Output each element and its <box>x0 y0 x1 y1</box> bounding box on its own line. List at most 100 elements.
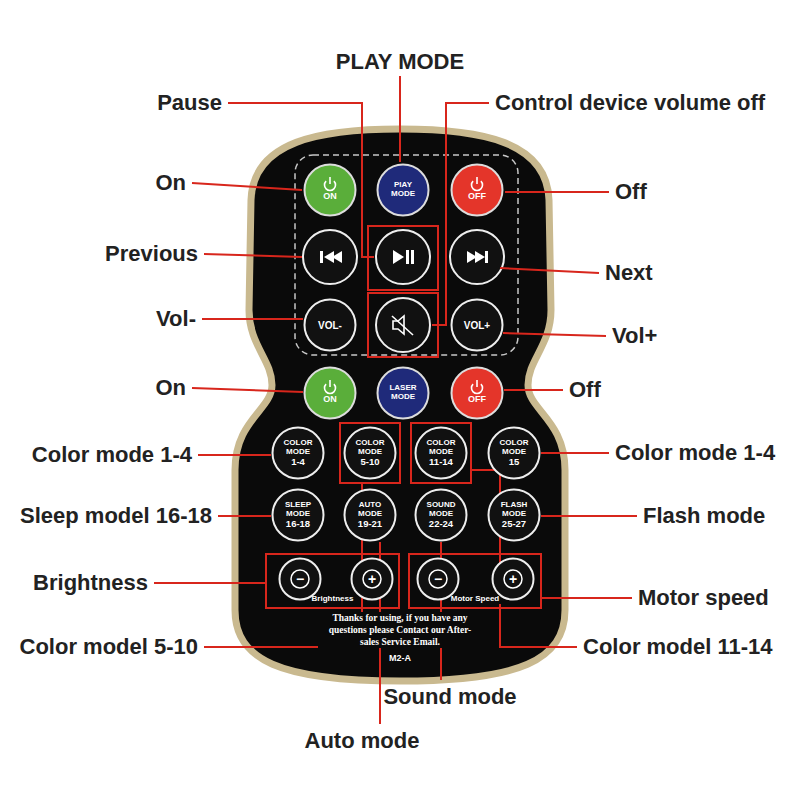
adjust-button: − <box>416 557 460 601</box>
button-face <box>416 490 467 541</box>
button-face <box>489 490 540 541</box>
button-face <box>305 300 356 351</box>
button-face <box>273 428 324 479</box>
button-face <box>305 165 356 216</box>
power-icon <box>476 177 478 184</box>
volume-button: VOL+ <box>450 298 504 352</box>
callout-label: Sleep model 16-18 <box>20 503 212 528</box>
control-group-box: Brightness− + <box>265 553 400 609</box>
remote-body: Thanks for using, if you have any questi… <box>232 125 568 685</box>
callout-label: Flash mode <box>643 503 765 528</box>
button-label: COLOR MODE <box>278 439 319 457</box>
mode-range: 5-10 <box>360 457 379 467</box>
mode-button: COLOR MODE5-10 <box>343 426 397 480</box>
button-label: + <box>509 572 517 586</box>
power-icon <box>476 380 478 387</box>
button-label: COLOR MODE <box>350 439 391 457</box>
button-face <box>378 368 429 419</box>
mode-range: 25-27 <box>502 519 526 529</box>
mode-button: LASER MODE <box>376 366 430 420</box>
callout-label: Color model 11-14 <box>583 634 773 659</box>
mode-button: COLOR MODE1-4 <box>271 426 325 480</box>
mode-range: 11-14 <box>429 457 453 467</box>
button-face <box>418 559 459 600</box>
button-face <box>345 428 396 479</box>
button-face <box>452 165 503 216</box>
button-ring <box>363 570 381 588</box>
callout-label: Vol- <box>156 306 196 331</box>
adjust-button: − <box>278 557 322 601</box>
mode-button: SLEEP MODE16-18 <box>271 488 325 542</box>
callout-label: On <box>155 170 186 195</box>
mode-range: 16-18 <box>286 519 310 529</box>
control-group-box: Motor Speed− + <box>408 553 542 609</box>
button-label: FLASH MODE <box>494 501 535 519</box>
button-label: + <box>368 572 376 586</box>
callout-label: Pause <box>157 90 222 115</box>
callout-label: Sound mode <box>383 684 516 709</box>
button-label: LASER MODE <box>383 384 424 402</box>
button-face <box>450 366 504 420</box>
mode-button: AUTO MODE19-21 <box>343 488 397 542</box>
callout-label: Previous <box>105 241 198 266</box>
button-face <box>452 368 503 419</box>
button-face <box>345 490 396 541</box>
button-label: VOL- <box>318 320 342 331</box>
callout-label: Vol+ <box>612 323 657 348</box>
callout-label: Brightness <box>33 570 148 595</box>
mode-range: 15 <box>509 457 520 467</box>
button-face <box>450 163 504 217</box>
button-face <box>489 428 540 479</box>
leader-line <box>154 76 637 724</box>
service-note: Thanks for using, if you have any questi… <box>318 612 482 648</box>
adjust-button: + <box>491 557 535 601</box>
callout-label: Next <box>605 260 653 285</box>
callout-label: Auto mode <box>305 728 420 753</box>
button-label: − <box>296 572 304 586</box>
power-icon <box>329 177 331 184</box>
remote-outline <box>235 129 565 681</box>
callout-label: PLAY MODE <box>336 49 464 74</box>
callout-label: Control device volume off <box>495 90 765 115</box>
button-label: SLEEP MODE <box>278 501 319 519</box>
button-label: COLOR MODE <box>494 439 535 457</box>
mode-button: SOUND MODE22-24 <box>414 488 468 542</box>
power-button: ON <box>303 163 357 217</box>
callout-label: Color mode 1-4 <box>615 440 775 465</box>
mode-button: PlAY MODE <box>376 163 430 217</box>
power-button: OFF <box>450 366 504 420</box>
button-label: − <box>434 572 442 586</box>
mode-button: FLASH MODE25-27 <box>487 488 541 542</box>
callout-label: Off <box>615 179 647 204</box>
button-label: ON <box>323 381 337 405</box>
group-caption: Motor Speed <box>449 595 501 604</box>
button-face <box>280 559 321 600</box>
button-label: COLOR MODE <box>421 439 462 457</box>
button-face <box>416 428 467 479</box>
callout-label: Color mode 1-4 <box>32 442 192 467</box>
mode-range: 22-24 <box>429 519 453 529</box>
mode-range: 19-21 <box>358 519 382 529</box>
button-label: VOL+ <box>464 320 490 331</box>
adjust-button: + <box>350 557 394 601</box>
power-button: OFF <box>450 163 504 217</box>
button-face <box>352 559 393 600</box>
mode-range: 1-4 <box>291 457 305 467</box>
button-ring <box>291 570 309 588</box>
button-face <box>305 368 356 419</box>
mode-button: COLOR MODE11-14 <box>414 426 468 480</box>
button-label: AUTO MODE <box>350 501 391 519</box>
callout-label: On <box>155 375 186 400</box>
button-label: SOUND MODE <box>421 501 462 519</box>
callout-label: Color model 5-10 <box>20 634 198 659</box>
button-ring <box>429 570 447 588</box>
button-face <box>303 163 357 217</box>
button-face <box>493 559 534 600</box>
button-label: ON <box>323 178 337 202</box>
power-button: ON <box>303 366 357 420</box>
button-face <box>273 490 324 541</box>
group-caption: Brightness <box>310 595 356 604</box>
button-label: OFF <box>468 381 486 405</box>
button-face <box>303 366 357 420</box>
